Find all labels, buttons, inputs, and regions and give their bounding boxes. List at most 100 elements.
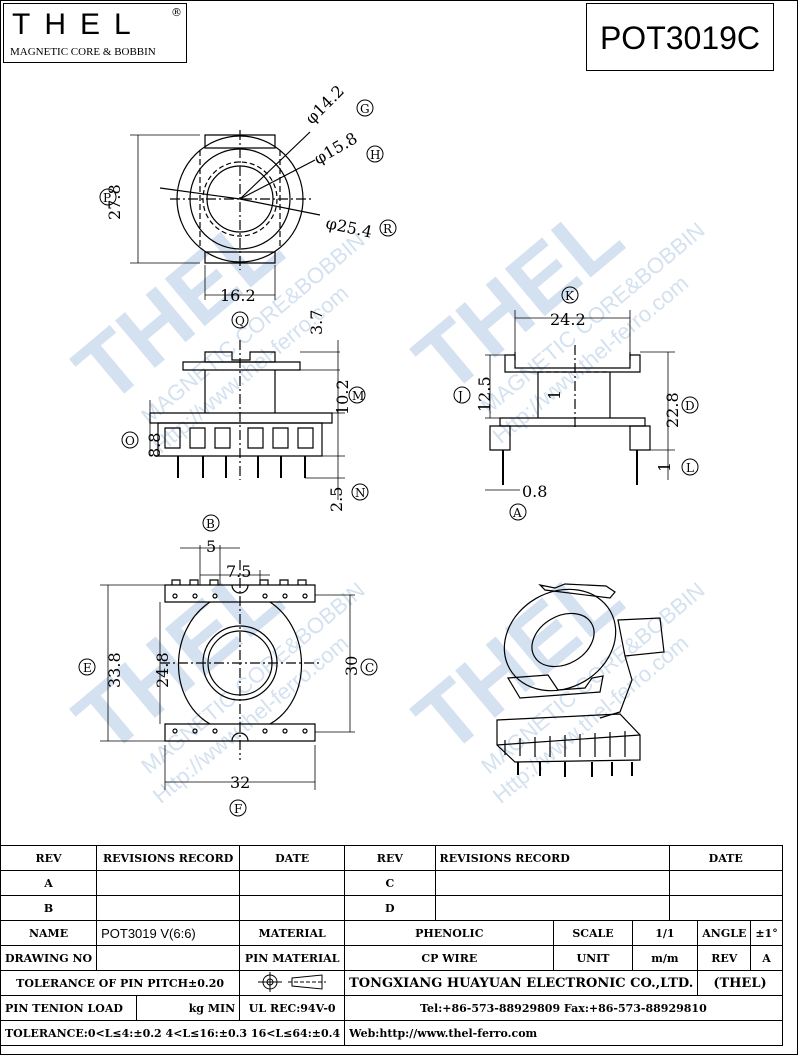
balloon-q-label: Q — [235, 314, 245, 328]
logo-subtitle: MAGNETIC CORE & BOBBIN — [10, 46, 156, 58]
material-value: PHENOLIC — [344, 920, 555, 946]
dim-total-height: 22.8 — [663, 392, 682, 428]
company-short: (THEL) — [697, 970, 783, 996]
balloon-f — [229, 799, 247, 817]
logo-text: THEL — [12, 8, 145, 41]
dim-side-width: 24.2 — [550, 310, 586, 329]
tel-fax: Tel:+86-573-88929809 Fax:+86-573-8892981… — [344, 995, 783, 1021]
rev-c: C — [344, 870, 436, 896]
dim-pin-width: 0.8 — [522, 482, 547, 501]
balloon-l-label: L — [686, 461, 694, 475]
isometric-view — [496, 583, 665, 777]
unit-value: m/m — [631, 945, 699, 971]
angle-value: ±1° — [750, 920, 783, 946]
balloon-d-label: D — [685, 399, 695, 413]
web-address: Web:http://www.thel-ferro.com — [344, 1020, 783, 1046]
dim-outer-height: 33.8 — [105, 652, 124, 688]
technical-drawing: THEL MAGNETIC CORE&BOBBIN Http://www.the… — [57, 81, 710, 817]
balloon-d — [681, 396, 699, 414]
dim-g: φ14.2 — [301, 81, 348, 128]
balloon-l — [681, 458, 699, 476]
logo-box: THEL ® MAGNETIC CORE & BOBBIN — [3, 3, 187, 63]
balloon-n — [351, 483, 369, 501]
balloon-k — [561, 286, 579, 304]
pin-tension-label: PIN TENION LOAD — [0, 995, 137, 1021]
balloon-c — [360, 658, 378, 676]
dim-height-c: 30 — [342, 656, 361, 676]
balloon-f-label: F — [234, 802, 242, 816]
date-header: DATE — [239, 845, 346, 871]
material-label: MATERIAL — [239, 920, 346, 946]
tolerance-row: TOLERANCE OF PIN PITCH±0.20 TONGXIANG HU… — [0, 970, 783, 996]
revisions-record-header-2: REVISIONS RECORD — [434, 845, 670, 871]
balloon-q — [231, 311, 249, 329]
general-tolerance: TOLERANCE:0<L≤4:±0.2 4<L≤16:±0.3 16<L≤64… — [0, 1020, 346, 1046]
dim-inner-height: 12.5 — [475, 376, 494, 412]
balloon-o — [121, 431, 139, 449]
tolerance-pitch: TOLERANCE OF PIN PITCH±0.20 — [0, 970, 241, 996]
date-header-2: DATE — [668, 845, 783, 871]
name-value: POT3019 V(6:6) — [96, 920, 241, 946]
balloon-a — [509, 503, 527, 521]
balloon-b — [202, 514, 220, 532]
rev-b: B — [0, 895, 98, 921]
dim-width-f: 32 — [230, 773, 250, 792]
unit-label: UNIT — [553, 945, 633, 971]
balloon-e-label: E — [83, 661, 92, 675]
pin-tension-unit: kg MIN — [135, 995, 241, 1021]
dim-pin-length: 2.5 — [327, 487, 346, 512]
pin-material-label: PIN MATERIAL — [239, 945, 346, 971]
scale-label: SCALE — [553, 920, 633, 946]
dim-inner-height-b: 24.8 — [153, 652, 172, 688]
rev-header-row: REV REVISIONS RECORD DATE REV REVISIONS … — [0, 845, 783, 871]
registered-mark: ® — [171, 6, 182, 19]
ul-rec: UL REC:94V-0 — [239, 995, 346, 1021]
balloon-k-label: K — [565, 289, 575, 303]
rev-d: D — [344, 895, 436, 921]
top-view — [130, 130, 321, 300]
balloon-j — [453, 386, 471, 404]
drawing-no-label: DRAWING NO — [0, 945, 98, 971]
title-block: REV REVISIONS RECORD DATE REV REVISIONS … — [0, 845, 783, 1046]
pin-tension-row: PIN TENION LOAD kg MIN UL REC:94V-0 Tel:… — [0, 995, 783, 1021]
rev-a: A — [0, 870, 98, 896]
side-view — [485, 310, 675, 491]
dim-pitch: 5 — [206, 537, 216, 556]
company-name: TONGXIANG HUAYUAN ELECTRONIC CO.,LTD. — [344, 970, 699, 996]
dim-h: φ15.8 — [311, 129, 361, 169]
rev-row-a: A C — [0, 870, 783, 896]
projection-symbol — [239, 970, 346, 996]
dim-top-gap: 3.7 — [307, 310, 326, 335]
drawing-no-row: DRAWING NO PIN MATERIAL CP WIRE UNIT m/m… — [0, 945, 783, 971]
rev-header: REV — [0, 845, 98, 871]
balloon-b-label: B — [206, 517, 215, 531]
dim-pin-offset: 1 — [655, 462, 674, 472]
watermark: THEL MAGNETIC CORE&BOBBIN Http://www.the… — [57, 185, 710, 808]
balloon-c-label: C — [365, 661, 374, 675]
balloon-r — [379, 219, 397, 237]
balloon-n-label: N — [355, 486, 366, 500]
general-tolerance-row: TOLERANCE:0<L≤4:±0.2 4<L≤16:±0.3 16<L≤64… — [0, 1020, 783, 1046]
balloon-r-label: R — [383, 222, 393, 236]
balloon-e — [78, 658, 96, 676]
first-angle-projection-icon — [258, 971, 327, 992]
rev-row-b: B D — [0, 895, 783, 921]
balloon-m-label: M — [352, 389, 364, 403]
dim-top-width: 16.2 — [220, 286, 256, 305]
dim-base-height: 8.8 — [145, 433, 164, 458]
part-number: POT3019C — [586, 3, 774, 71]
bottom-view — [100, 545, 355, 790]
name-row: NAME POT3019 V(6:6) MATERIAL PHENOLIC SC… — [0, 920, 783, 946]
rev-value: A — [750, 945, 783, 971]
balloon-o-label: O — [125, 434, 135, 448]
balloon-g-label: G — [360, 102, 370, 116]
balloon-m — [348, 386, 366, 404]
balloon-a-label: A — [512, 506, 522, 520]
angle-label: ANGLE — [697, 920, 752, 946]
scale-value: 1/1 — [631, 920, 699, 946]
dim-pitch2: 7.5 — [226, 562, 251, 581]
dim-center: 1 — [545, 390, 564, 400]
name-label: NAME — [0, 920, 98, 946]
rev-header-2: REV — [344, 845, 436, 871]
